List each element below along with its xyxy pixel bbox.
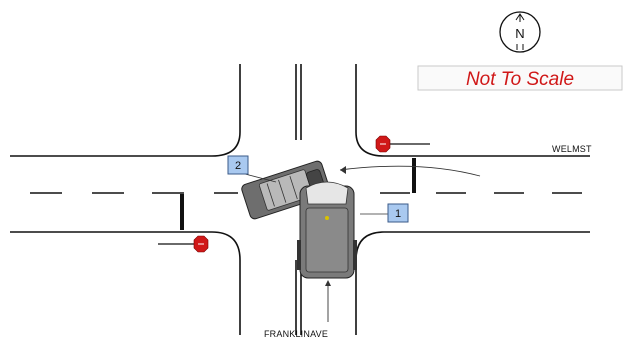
scale-note-box	[417, 65, 623, 91]
vehicle-1-windshield	[305, 181, 349, 205]
vehicle-label-1-text: 1	[395, 208, 401, 220]
north-tail-icon	[516, 44, 524, 50]
street-name-franklin: FRANKLINAVE	[264, 329, 328, 339]
vehicle-2	[241, 160, 331, 220]
vehicle-1	[297, 181, 357, 279]
scale-note: Not To Scale	[417, 65, 623, 91]
arrow-head-icon	[340, 166, 346, 174]
road-edge-ne	[355, 64, 590, 157]
scale-note-text: Not To Scale	[466, 69, 574, 90]
road-edge-nw	[10, 64, 241, 157]
road-edge-se	[355, 231, 590, 335]
vehicle-2-path-arrow	[339, 165, 481, 177]
vehicle-label-2-box	[227, 155, 249, 175]
north-letter: N	[515, 26, 524, 41]
street-name-welm: WELMST	[552, 144, 592, 154]
franklin-ave-road	[10, 64, 590, 335]
stop-sign-west	[158, 235, 209, 253]
vehicle-label-2: 2	[227, 155, 277, 183]
north-arrow-icon	[515, 13, 525, 22]
road-edge-sw	[10, 231, 241, 335]
vehicle-1-cargo	[305, 207, 349, 273]
arrow-head-icon	[325, 280, 331, 286]
vehicle-label-1: 1	[360, 203, 409, 223]
north-circle	[499, 11, 541, 53]
north-indicator: N	[499, 11, 541, 53]
stop-sign-east	[375, 135, 430, 153]
vehicle-label-1-box	[387, 203, 409, 223]
vehicle-label-2-text: 2	[235, 160, 241, 172]
